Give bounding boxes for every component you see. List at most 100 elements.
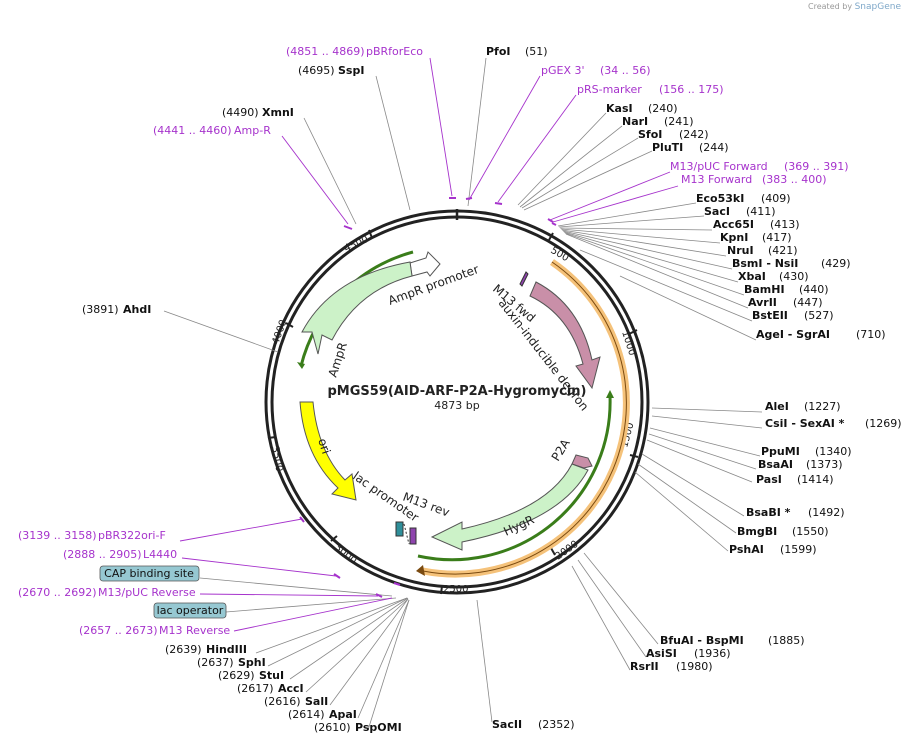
feature-lac-region xyxy=(395,521,417,545)
svg-text:PluTI: PluTI xyxy=(652,141,683,154)
enzyme-apai: (2614)ApaI xyxy=(288,708,357,721)
svg-text:(2616): (2616) xyxy=(264,695,301,708)
enzyme-bfuai-bspmi: BfuAI - BspMI(1885) xyxy=(660,634,805,647)
svg-text:SacI: SacI xyxy=(704,205,730,218)
tick-label-2500: 2500 xyxy=(443,584,468,595)
svg-text:SspI: SspI xyxy=(338,64,364,77)
tick-label-500: 500 xyxy=(549,245,571,264)
svg-text:pRS-marker: pRS-marker xyxy=(577,83,642,96)
enzyme-bsaai: BsaAI (1373) xyxy=(758,458,843,471)
feature-p2a xyxy=(571,454,593,469)
svg-text:AsiSI: AsiSI xyxy=(646,647,677,660)
enzyme-kasi: KasI(240) xyxy=(606,102,678,115)
svg-text:(3139 .. 3158): (3139 .. 3158) xyxy=(18,529,97,542)
svg-text:(369 .. 391): (369 .. 391) xyxy=(784,160,849,173)
svg-text:(2637): (2637) xyxy=(197,656,234,669)
svg-text:(1373): (1373) xyxy=(806,458,843,471)
backbone xyxy=(264,209,650,595)
svg-text:Amp-R: Amp-R xyxy=(234,124,271,137)
svg-text:L4440: L4440 xyxy=(143,548,177,561)
feature-ampr-promoter xyxy=(409,251,441,277)
svg-text:(2352): (2352) xyxy=(538,718,575,731)
svg-text:(1414): (1414) xyxy=(797,473,834,486)
tick-3500 xyxy=(267,436,277,439)
enzyme-sacii: SacII (2352) xyxy=(492,718,575,731)
svg-text:(2617): (2617) xyxy=(237,682,274,695)
enzyme-pluti: PluTI (244) xyxy=(652,141,729,154)
svg-text:(1340): (1340) xyxy=(815,445,852,458)
svg-text:(710): (710) xyxy=(856,328,886,341)
orange-band-arrow xyxy=(416,565,425,576)
enzyme-csii-sexai: CsiI - SexAI *(1269) xyxy=(765,417,902,430)
svg-text:(4851 .. 4869): (4851 .. 4869) xyxy=(286,45,365,58)
svg-text:(240): (240) xyxy=(648,102,678,115)
primer-l4440: (2888 .. 2905)L4440 xyxy=(63,548,177,561)
svg-text:BstEII: BstEII xyxy=(752,309,788,322)
svg-text:pGEX 3': pGEX 3' xyxy=(541,64,585,77)
enzyme-bsmi-nsii: BsmI - NsiI(429) xyxy=(732,257,851,270)
svg-text:AhdI: AhdI xyxy=(123,303,151,316)
svg-text:(2657 .. 2673): (2657 .. 2673) xyxy=(79,624,158,637)
svg-text:BamHI: BamHI xyxy=(744,283,785,296)
primer-amp-r: (4441 .. 4460)Amp-R xyxy=(153,124,271,137)
snapgene-brand: Created by SnapGene xyxy=(808,2,901,12)
svg-text:SalI: SalI xyxy=(305,695,328,708)
enzyme-asisi: AsiSI(1936) xyxy=(646,647,731,660)
svg-text:BmgBI: BmgBI xyxy=(737,525,777,538)
svg-text:(156 .. 175): (156 .. 175) xyxy=(659,83,724,96)
svg-text:AccI: AccI xyxy=(278,682,304,695)
svg-text:(417): (417) xyxy=(762,231,792,244)
enzyme-bmgbi: BmgBI(1550) xyxy=(737,525,829,538)
tick-label-3000: 3000 xyxy=(332,542,359,567)
tick-2000 xyxy=(550,547,556,556)
enzyme-sali: (2616) SalI xyxy=(264,695,328,708)
tick-label-3500: 3500 xyxy=(269,446,284,473)
svg-text:SacII: SacII xyxy=(492,718,522,731)
enzyme-hindiii: (2639)HindIII xyxy=(165,643,247,656)
svg-text:(3891): (3891) xyxy=(82,303,119,316)
svg-text:(1980): (1980) xyxy=(676,660,713,673)
svg-text:(421): (421) xyxy=(768,244,798,257)
svg-text:(34 .. 56): (34 .. 56) xyxy=(600,64,651,77)
svg-text:(244): (244) xyxy=(699,141,729,154)
enzyme-pasi: PasI(1414) xyxy=(756,473,834,486)
svg-text:AgeI - SgrAI: AgeI - SgrAI xyxy=(756,328,830,341)
feature-m13-fwd xyxy=(519,271,529,287)
primer-pbr322ori-f: (3139 .. 3158)pBR322ori-F xyxy=(18,529,166,542)
enzyme-eco53ki: Eco53kI(409) xyxy=(696,192,791,205)
leader-lines xyxy=(163,57,763,731)
svg-text:(527): (527) xyxy=(804,309,834,322)
enzyme-saci: SacI(411) xyxy=(704,205,776,218)
svg-text:RsrII: RsrII xyxy=(630,660,659,673)
tick-labels: 500 1000 1500 2000 2500 3000 3500 4000 4… xyxy=(269,234,637,595)
svg-text:(413): (413) xyxy=(770,218,800,231)
enzyme-pspomi: (2610)PspOMI xyxy=(314,721,402,734)
svg-text:(1492): (1492) xyxy=(808,506,845,519)
primer-m13puc-reverse: (2670 .. 2692)M13/pUC Reverse xyxy=(18,586,196,599)
label-ampr: AmpR xyxy=(326,340,350,378)
svg-text:M13/pUC Forward: M13/pUC Forward xyxy=(670,160,768,173)
svg-text:(1269): (1269) xyxy=(865,417,902,430)
primer-marks xyxy=(299,197,557,598)
primer-pgex3: pGEX 3' (34 .. 56) xyxy=(541,64,651,77)
primer-prs-marker: pRS-marker (156 .. 175) xyxy=(577,83,724,96)
enzyme-kpni: KpnI(417) xyxy=(720,231,792,244)
svg-text:M13/pUC Reverse: M13/pUC Reverse xyxy=(98,586,196,599)
enzyme-acci: (2617) AccI xyxy=(237,682,304,695)
enzyme-alei: AleI(1227) xyxy=(765,400,841,413)
svg-text:BsaAI: BsaAI xyxy=(758,458,793,471)
svg-text:(2629): (2629) xyxy=(218,669,255,682)
svg-text:XmnI: XmnI xyxy=(262,106,294,119)
svg-text:(51): (51) xyxy=(525,45,548,58)
enzyme-avrii: AvrII(447) xyxy=(748,296,823,309)
brand-name: SnapGene xyxy=(854,2,901,12)
enzyme-nrui: NruI(421) xyxy=(727,244,798,257)
enzyme-stui: (2629)StuI xyxy=(218,669,284,682)
enzyme-ahdi: (3891) AhdI xyxy=(82,303,151,316)
feature-degron xyxy=(529,281,601,390)
tick-4500 xyxy=(368,229,373,239)
svg-text:(429): (429) xyxy=(821,257,851,270)
svg-text:(409): (409) xyxy=(761,192,791,205)
svg-text:pBRforEco: pBRforEco xyxy=(366,45,423,58)
